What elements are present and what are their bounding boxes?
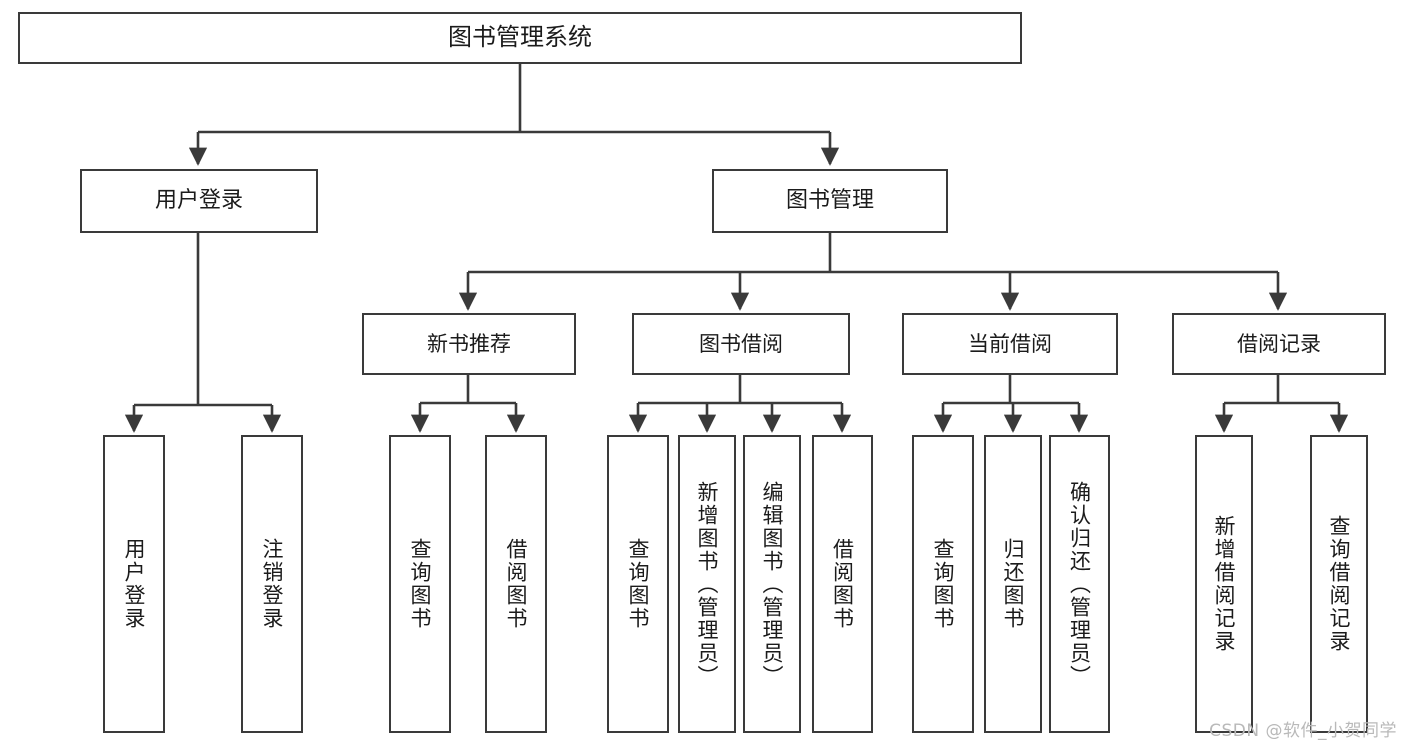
leaf-book-borrow-edit-label: 编辑图书（管理员）	[760, 480, 785, 688]
node-user-login-label: 用户登录	[154, 188, 243, 214]
leaf-current-borrow-confirm-label: 确认归还（管理员）	[1067, 480, 1092, 688]
node-borrow-record[interactable]: 借阅记录	[1172, 313, 1386, 375]
leaf-book-borrow-add-label: 新增图书（管理员）	[695, 480, 720, 688]
leaf-user-login-login[interactable]: 用户登录	[103, 435, 165, 733]
node-user-login[interactable]: 用户登录	[80, 169, 318, 233]
leaf-book-borrow-edit[interactable]: 编辑图书（管理员）	[743, 435, 801, 733]
node-current-borrow-label: 当前借阅	[968, 331, 1052, 356]
leaf-book-borrow-add[interactable]: 新增图书（管理员）	[678, 435, 736, 733]
node-root-label: 图书管理系统	[448, 23, 592, 52]
node-new-book-recommend-label: 新书推荐	[427, 331, 511, 356]
node-book-management-label: 图书管理	[785, 188, 874, 214]
leaf-new-book-query-label: 查询图书	[408, 538, 433, 630]
leaf-current-borrow-query[interactable]: 查询图书	[912, 435, 974, 733]
watermark: CSDN @软件_小贺同学	[1209, 721, 1397, 741]
leaf-new-book-borrow-label: 借阅图书	[504, 538, 529, 630]
node-book-borrow[interactable]: 图书借阅	[632, 313, 850, 375]
leaf-user-login-login-label: 用户登录	[122, 538, 147, 630]
node-borrow-record-label: 借阅记录	[1237, 331, 1321, 356]
leaf-current-borrow-confirm[interactable]: 确认归还（管理员）	[1049, 435, 1110, 733]
leaf-borrow-record-query-label: 查询借阅记录	[1327, 515, 1352, 653]
leaf-book-borrow-query[interactable]: 查询图书	[607, 435, 669, 733]
node-book-management[interactable]: 图书管理	[712, 169, 948, 233]
leaf-book-borrow-borrow-label: 借阅图书	[830, 538, 855, 630]
leaf-borrow-record-add-label: 新增借阅记录	[1212, 515, 1237, 653]
leaf-new-book-query[interactable]: 查询图书	[389, 435, 451, 733]
node-root[interactable]: 图书管理系统	[18, 12, 1022, 64]
node-new-book-recommend[interactable]: 新书推荐	[362, 313, 576, 375]
leaf-user-login-logout-label: 注销登录	[260, 538, 285, 630]
leaf-new-book-borrow[interactable]: 借阅图书	[485, 435, 547, 733]
leaf-user-login-logout[interactable]: 注销登录	[241, 435, 303, 733]
leaf-current-borrow-return[interactable]: 归还图书	[984, 435, 1042, 733]
leaf-book-borrow-query-label: 查询图书	[626, 538, 651, 630]
node-current-borrow[interactable]: 当前借阅	[902, 313, 1118, 375]
leaf-current-borrow-query-label: 查询图书	[931, 538, 956, 630]
leaf-current-borrow-return-label: 归还图书	[1001, 538, 1026, 630]
leaf-borrow-record-query[interactable]: 查询借阅记录	[1310, 435, 1368, 733]
leaf-book-borrow-borrow[interactable]: 借阅图书	[812, 435, 873, 733]
node-book-borrow-label: 图书借阅	[699, 331, 783, 356]
leaf-borrow-record-add[interactable]: 新增借阅记录	[1195, 435, 1253, 733]
